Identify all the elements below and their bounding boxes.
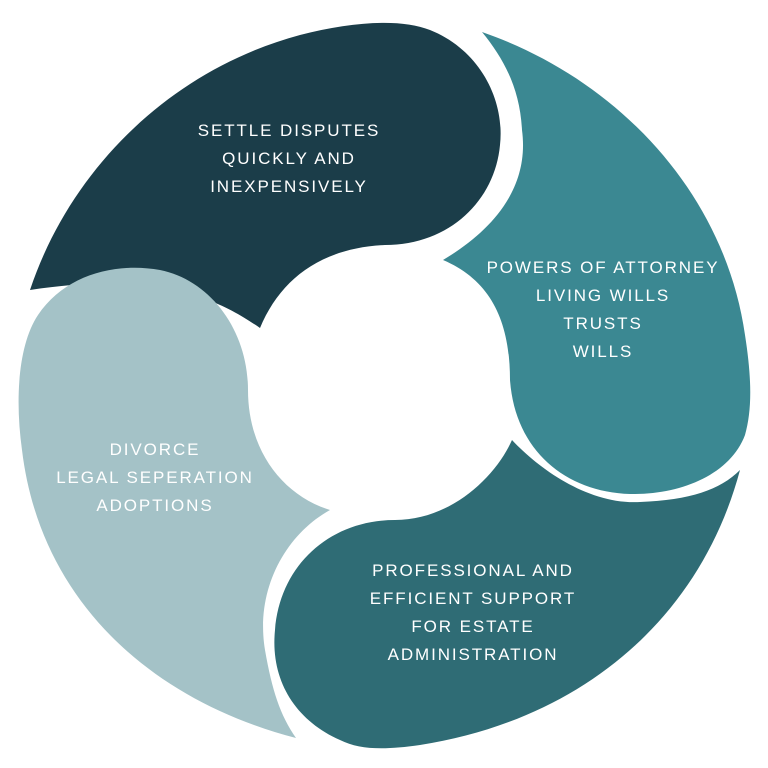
segment-top-label: SETTLE DISPUTES QUICKLY AND INEXPENSIVEL…: [149, 117, 429, 201]
segment-top-line: QUICKLY AND: [222, 149, 356, 168]
segment-bottom-line: FOR ESTATE: [411, 617, 535, 636]
segment-left-shape: [18, 267, 331, 738]
segment-right-line: POWERS OF ATTORNEY: [486, 258, 720, 277]
segment-bottom-label: PROFESSIONAL AND EFFICIENT SUPPORT FOR E…: [333, 557, 613, 669]
segment-right-line: TRUSTS: [563, 314, 643, 333]
segment-top-line: INEXPENSIVELY: [210, 177, 368, 196]
segment-left-line: LEGAL SEPERATION: [56, 468, 254, 487]
segment-left-label: DIVORCE LEGAL SEPERATION ADOPTIONS: [15, 436, 295, 520]
segment-top-shape: [30, 22, 501, 328]
segment-right-line: LIVING WILLS: [535, 286, 671, 305]
segment-right-line: WILLS: [572, 342, 634, 361]
segment-bottom-line: PROFESSIONAL AND: [372, 561, 574, 580]
segment-bottom-line: ADMINISTRATION: [387, 645, 559, 664]
segment-top-line: SETTLE DISPUTES: [197, 121, 381, 140]
segment-left-line: DIVORCE: [109, 440, 201, 459]
segment-bottom-shape: [274, 440, 740, 749]
segment-right-label: POWERS OF ATTORNEY LIVING WILLS TRUSTS W…: [463, 254, 743, 366]
segment-bottom-line: EFFICIENT SUPPORT: [369, 589, 577, 608]
segment-left-line: ADOPTIONS: [96, 496, 214, 515]
segment-right-shape: [443, 32, 751, 495]
